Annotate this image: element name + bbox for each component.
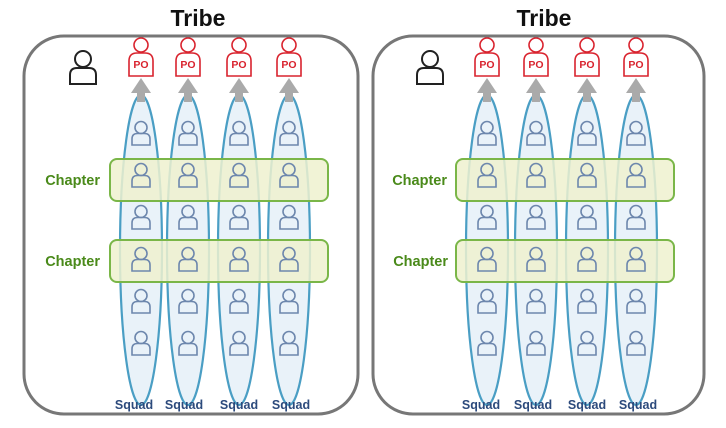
- po-icons: PO PO PO PO: [128, 37, 302, 77]
- tribe-panel: Tribe Chapter Chapter: [22, 5, 360, 416]
- squad-label: Squad: [462, 398, 500, 412]
- po-label: PO: [528, 59, 543, 71]
- squad-label: Squad: [568, 398, 606, 412]
- po-label: PO: [281, 59, 296, 71]
- chapter-label: Chapter: [393, 254, 448, 270]
- chapter-label: Chapter: [392, 173, 447, 189]
- chapter-band: [109, 239, 329, 283]
- tribe-title: Tribe: [517, 5, 572, 31]
- product-owner-icon: PO: [128, 37, 154, 77]
- po-label: PO: [133, 59, 148, 71]
- squad-label: Squad: [165, 398, 203, 412]
- squad-label: Squad: [220, 398, 258, 412]
- product-owner-icon: PO: [276, 37, 302, 77]
- arrow-up-icon: [577, 78, 597, 102]
- arrow-up-icon: [279, 78, 299, 102]
- product-owner-icon: PO: [623, 37, 649, 77]
- squad-label: Squad: [115, 398, 153, 412]
- po-arrows: [131, 78, 299, 102]
- chapter-band: [109, 158, 329, 202]
- tribe-panel: Tribe Chapter Chapter: [371, 5, 706, 416]
- arrow-up-icon: [526, 78, 546, 102]
- chapter-band: [455, 158, 675, 202]
- tribe-border: [371, 34, 706, 416]
- product-owner-icon: PO: [175, 37, 201, 77]
- po-label: PO: [231, 59, 246, 71]
- squad-label: Squad: [272, 398, 310, 412]
- squad-label: Squad: [619, 398, 657, 412]
- po-label: PO: [579, 59, 594, 71]
- arrow-up-icon: [178, 78, 198, 102]
- chapter-label: Chapter: [45, 254, 100, 270]
- po-arrows: [477, 78, 646, 102]
- arrow-up-icon: [131, 78, 151, 102]
- product-owner-icon: PO: [226, 37, 252, 77]
- po-label: PO: [628, 59, 643, 71]
- product-owner-icon: PO: [474, 37, 500, 77]
- product-owner-icon: PO: [523, 37, 549, 77]
- tribe-lead-icon: [416, 50, 444, 85]
- po-icons: PO PO PO PO: [474, 37, 649, 77]
- squad-label: Squad: [514, 398, 552, 412]
- tribe-lead-icon: [69, 50, 97, 85]
- tribe-border: [22, 34, 360, 416]
- po-label: PO: [180, 59, 195, 71]
- chapter-band: [455, 239, 675, 283]
- chapter-label: Chapter: [45, 173, 100, 189]
- arrow-up-icon: [626, 78, 646, 102]
- product-owner-icon: PO: [574, 37, 600, 77]
- po-label: PO: [479, 59, 494, 71]
- tribe-title: Tribe: [171, 5, 226, 31]
- arrow-up-icon: [229, 78, 249, 102]
- arrow-up-icon: [477, 78, 497, 102]
